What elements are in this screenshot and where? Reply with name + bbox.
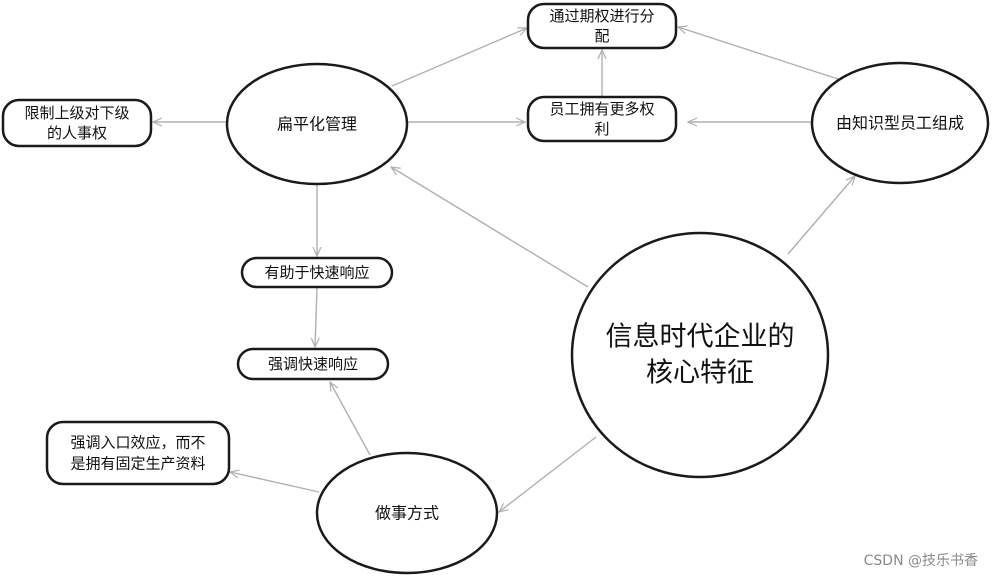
node-label-line: 做事方式 — [375, 504, 439, 523]
node-shape — [570, 231, 830, 479]
node-label-line: 扁平化管理 — [277, 115, 357, 134]
node-label-line: 限制上级对下级 — [24, 104, 129, 122]
node-label-line: 有助于快速响应 — [264, 264, 369, 282]
node-shape — [45, 420, 231, 486]
edge-core-to-flat-mgmt — [391, 167, 589, 288]
node-shape — [526, 95, 678, 143]
node-label-line: 由知识型员工组成 — [836, 114, 964, 133]
node-label-line: 通过期权进行分 — [549, 7, 654, 25]
node-label-line: 利 — [594, 120, 609, 138]
node-label-line: 员工拥有更多权 — [549, 100, 654, 118]
node-label-line: 信息时代企业的 — [606, 322, 795, 353]
node-shape — [1, 98, 153, 148]
node-stress-quick: 强调快速响应 — [236, 347, 390, 381]
node-shape — [810, 61, 990, 185]
node-doing-things: 做事方式 — [315, 451, 499, 575]
node-knowledge-staff: 由知识型员工组成 — [810, 61, 990, 185]
edges-layer — [153, 27, 855, 512]
watermark: CSDN @技乐书香 — [863, 553, 978, 569]
node-shape — [225, 62, 409, 186]
node-quick-response-help: 有助于快速响应 — [240, 256, 394, 289]
edge-quick-response-help-to-stress-quick — [315, 287, 317, 347]
node-label-line: 核心特征 — [646, 358, 754, 389]
node-label-line: 配 — [594, 27, 609, 45]
node-shape — [315, 451, 499, 575]
node-label-line: 强调入口效应，而不 — [70, 434, 205, 452]
edge-core-to-knowledge-staff — [787, 176, 855, 255]
node-label-line: 的人事权 — [47, 124, 107, 142]
node-label-line: 是拥有固定生产资料 — [70, 455, 205, 473]
node-flat-mgmt: 扁平化管理 — [225, 62, 409, 186]
node-label-line: 强调快速响应 — [268, 355, 358, 373]
edge-core-to-doing-things — [499, 436, 597, 512]
edge-knowledge-staff-to-equity-dist — [678, 27, 839, 80]
node-shape — [526, 2, 678, 50]
edge-flat-mgmt-to-equity-dist — [391, 28, 527, 87]
edge-doing-things-to-stress-quick — [330, 382, 371, 456]
node-shape — [240, 256, 394, 289]
edge-doing-things-to-entry-effect — [230, 472, 320, 493]
node-shape — [236, 347, 390, 381]
